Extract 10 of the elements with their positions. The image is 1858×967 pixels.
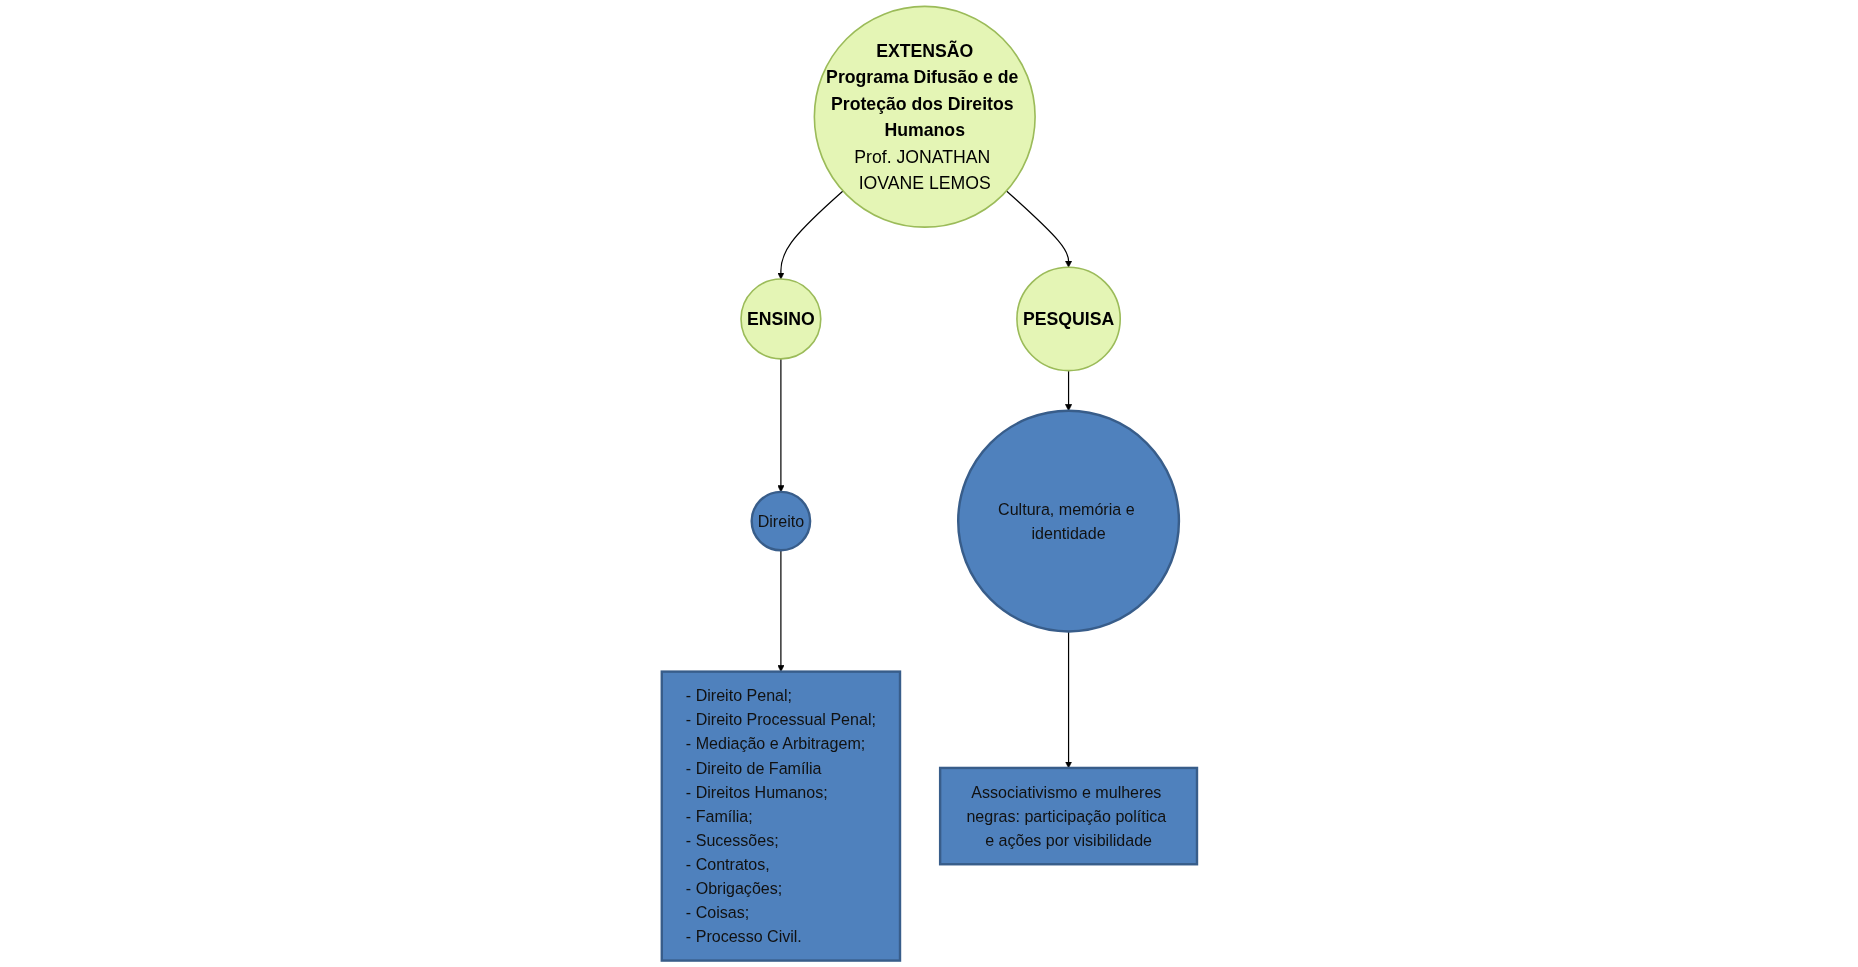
arrow [776, 190, 844, 280]
node-circle: Direito [750, 490, 811, 552]
node-circle: Cultura, memória e identidade [956, 409, 1180, 633]
node-circle: EXTENSÃO Programa Difusão e de Proteção dos Direitos Humanos Prof. JONATHAN IOVANE LEMOS [813, 5, 1036, 228]
node-circle: PESQUISA [1015, 266, 1121, 372]
arrow [1064, 370, 1072, 412]
node-circle: ENSINO [739, 278, 822, 360]
node-box: - Direito Penal; - Direito Processual Penal; - Mediação e Arbitragem; - Direito de Família - Direitos Humanos; - Família; - Sucessões; - Contratos, - Obrigações; - Coisas; - Processo Civil. [660, 670, 901, 962]
node-box: Associativismo e mulheres negras: participação política e ações por visibilidade [938, 766, 1198, 866]
arrow [1005, 190, 1072, 268]
